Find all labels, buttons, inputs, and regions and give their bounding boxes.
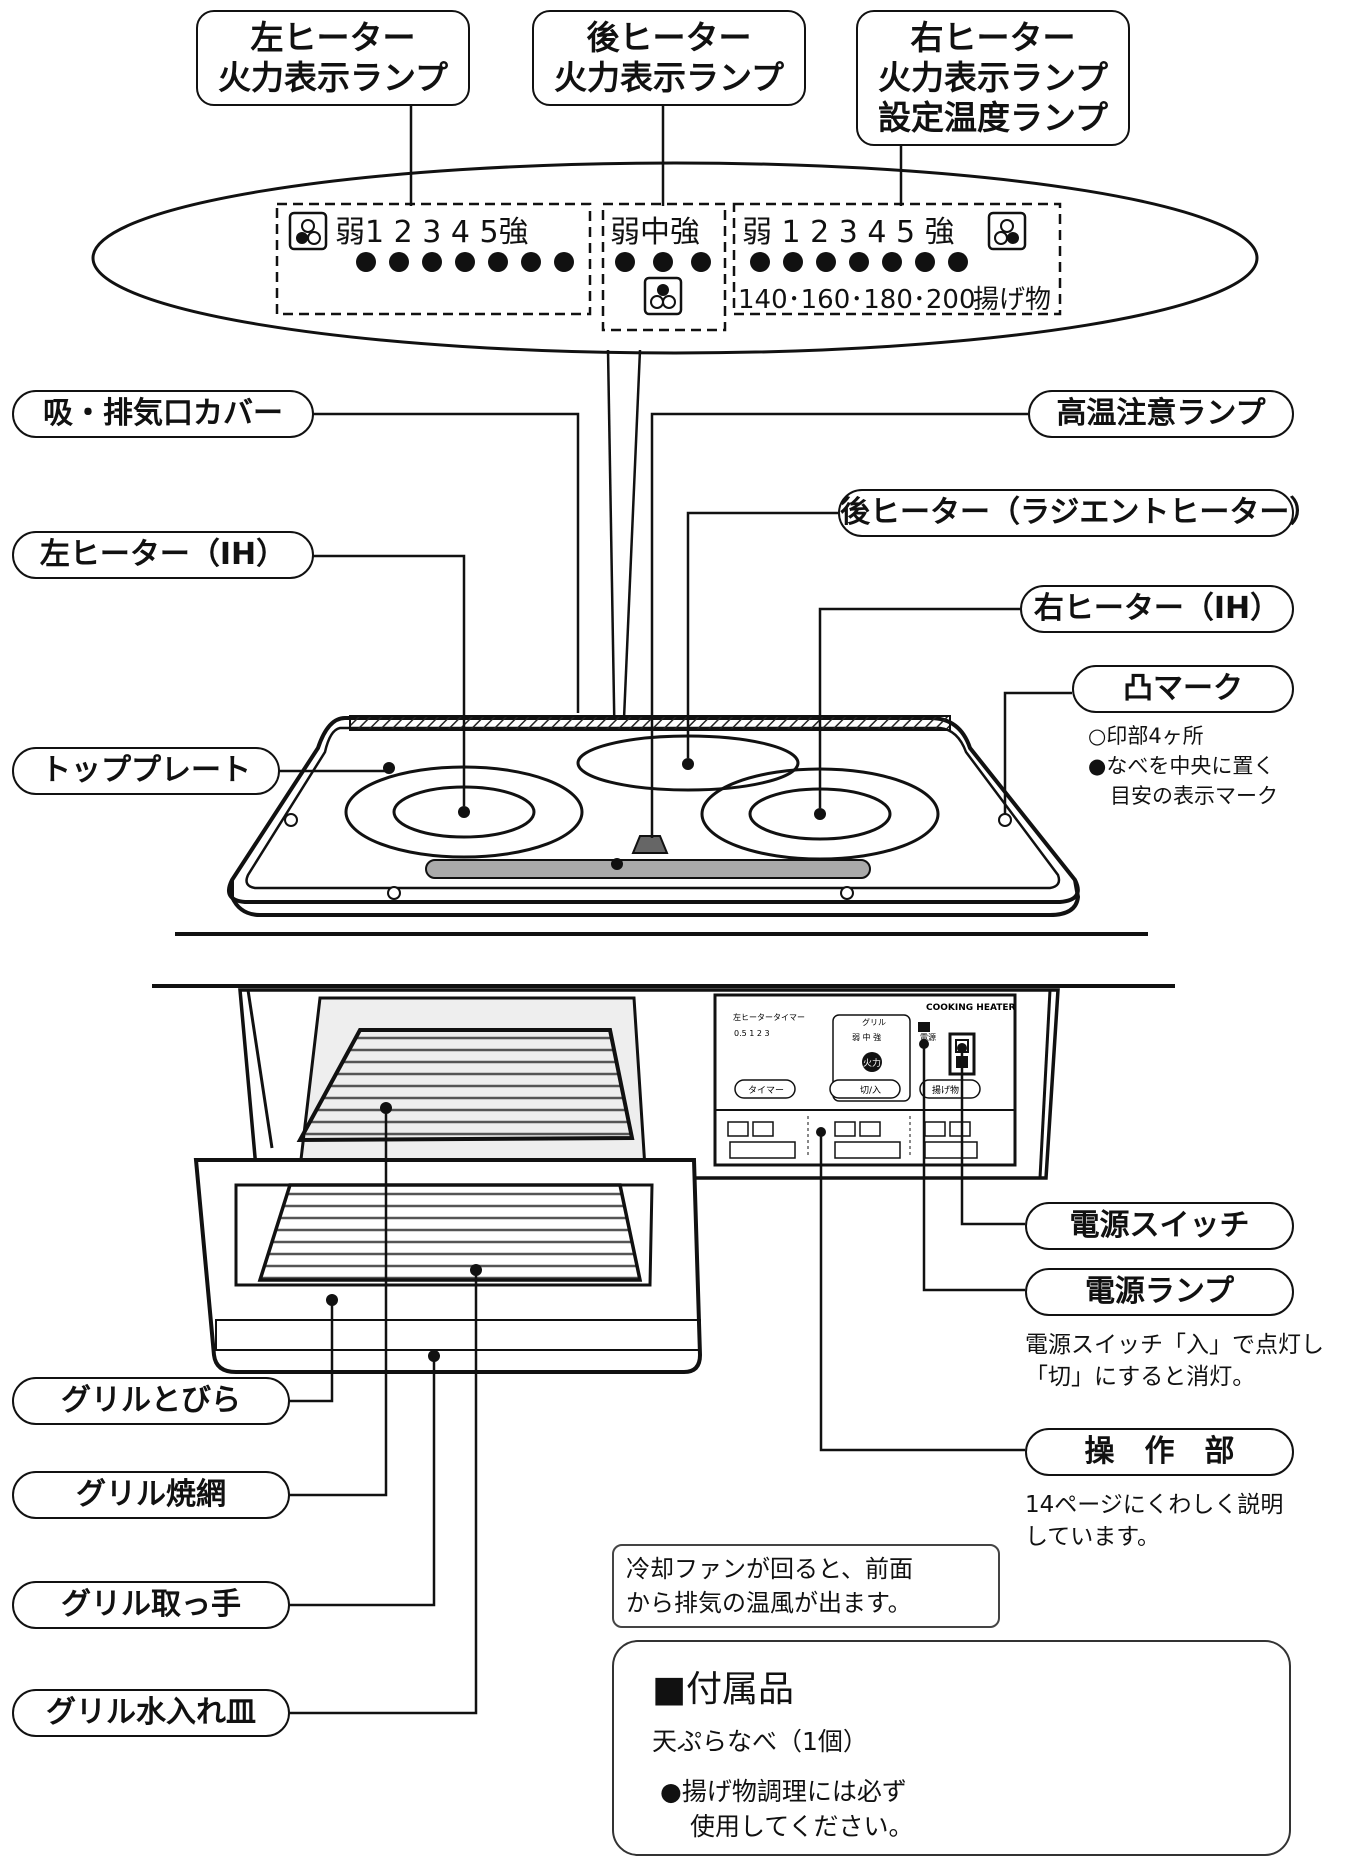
accessory-item: 天ぷらなべ（1個） (652, 1727, 868, 1756)
mark-label: 凸マーク (1072, 665, 1294, 713)
grill-tray-label: グリル水入れ皿 (12, 1689, 290, 1737)
accessory-box (612, 1640, 1291, 1856)
grill-handle-label: グリル取っ手 (12, 1581, 290, 1629)
grill-door-label: グリルとびら (12, 1377, 290, 1425)
cp-grill: グリル (862, 1017, 886, 1027)
cp-grill-levels: 弱 中 強 (852, 1032, 881, 1042)
left-lamp-group (275, 202, 592, 316)
accessory-note-1: ●揚げ物調理には必ず (660, 1777, 907, 1806)
cp-timer-scale: 0.5 1 2 3 (734, 1029, 770, 1038)
temp-scale: 140･160･180･200 (738, 285, 976, 315)
left-scale: 弱1 2 3 4 5強 (335, 215, 529, 250)
control-note-2: しています。 (1025, 1524, 1161, 1550)
right-lamp-dots (750, 252, 968, 272)
rear-heater-label: 後ヒーター（ラジエントヒーター） (838, 489, 1319, 537)
mark-note-2: ●なべを中央に置く (1088, 754, 1275, 778)
power-lamp-note-2: 「切」にすると消灯。 (1025, 1364, 1256, 1390)
right-heater-lamp-label: 右ヒーター 火力表示ランプ 設定温度ランプ (856, 10, 1130, 146)
power-switch-label: 電源スイッチ (1025, 1202, 1294, 1250)
mark-note-1: ○印部4ヶ所 (1088, 724, 1204, 748)
mark-note-3: 目安の表示マーク (1110, 784, 1278, 808)
rear-heater-lamp-label-line2: 火力表示ランプ (553, 58, 784, 97)
rear-heater-lamp-label: 後ヒーター 火力表示ランプ (532, 10, 806, 106)
right-heater-lamp-label-line3: 設定温度ランプ (877, 98, 1108, 137)
left-lamp-dots (356, 252, 574, 272)
high-temp-lamp-label: 高温注意ランプ (1028, 390, 1294, 438)
rear-burner-icon (643, 276, 683, 316)
right-heater-lamp-label-line1: 右ヒーター (910, 18, 1076, 57)
left-heater-lamp-label: 左ヒーター 火力表示ランプ (196, 10, 470, 106)
left-burner-icon (288, 211, 328, 251)
left-heater-lamp-label-line1: 左ヒーター (250, 18, 416, 57)
cp-onoff: 切/入 (860, 1085, 881, 1096)
left-heater-lamp-label-line2: 火力表示ランプ (217, 58, 448, 97)
top-plate-label: トッププレート (12, 747, 280, 795)
rear-lamp-dots (615, 252, 711, 272)
cp-fry: 揚げ物 (932, 1084, 959, 1096)
fan-note-line2: から排気の温風が出ます。 (626, 1589, 912, 1617)
control-note-1: 14ページにくわしく説明 (1025, 1492, 1284, 1518)
accessory-note-2: 使用してください。 (690, 1812, 914, 1841)
power-lamp-note-1: 電源スイッチ「入」で点灯し (1025, 1332, 1324, 1358)
rear-heater-lamp-label-line1: 後ヒーター (586, 18, 752, 57)
right-lamp-group (732, 202, 1062, 316)
fan-note: 冷却ファンが回ると、前面 から排気の温風が出ます。 (612, 1544, 1000, 1628)
control-label: 操 作 部 (1025, 1428, 1294, 1476)
mid-scale: 弱中強 (610, 215, 700, 250)
control-panel-drawing: COOKING HEATER 左ヒータータイマー 0.5 1 2 3 グリル 弱… (713, 993, 1017, 1167)
cp-brand: COOKING HEATER (926, 1003, 1016, 1013)
cp-fire: 火力 (863, 1057, 881, 1069)
fan-note-line1: 冷却ファンが回ると、前面 (626, 1555, 914, 1583)
grill-unit (193, 988, 1060, 1374)
indicator-panel-ellipse (91, 161, 1259, 355)
cp-timer-btn: タイマー (748, 1085, 784, 1096)
intake-cover-label: 吸・排気口カバー (12, 390, 314, 438)
cooktop (227, 715, 1081, 917)
left-heater-label: 左ヒーター（IH） (12, 531, 314, 579)
accessory-title: ■付属品 (652, 1669, 795, 1710)
right-heater-lamp-label-line2: 火力表示ランプ (877, 58, 1108, 97)
cp-timer: 左ヒータータイマー (733, 1012, 805, 1022)
right-heater-label: 右ヒーター（IH） (1020, 585, 1294, 633)
right-scale: 弱 1 2 3 4 5 強 (742, 215, 955, 250)
right-burner-icon (987, 211, 1027, 251)
power-lamp-label: 電源ランプ (1025, 1268, 1294, 1316)
fry-label: 揚げ物 (973, 285, 1051, 315)
rear-lamp-group (601, 202, 727, 332)
cp-power: 電源 (920, 1033, 936, 1042)
grill-net-label: グリル焼網 (12, 1471, 290, 1519)
